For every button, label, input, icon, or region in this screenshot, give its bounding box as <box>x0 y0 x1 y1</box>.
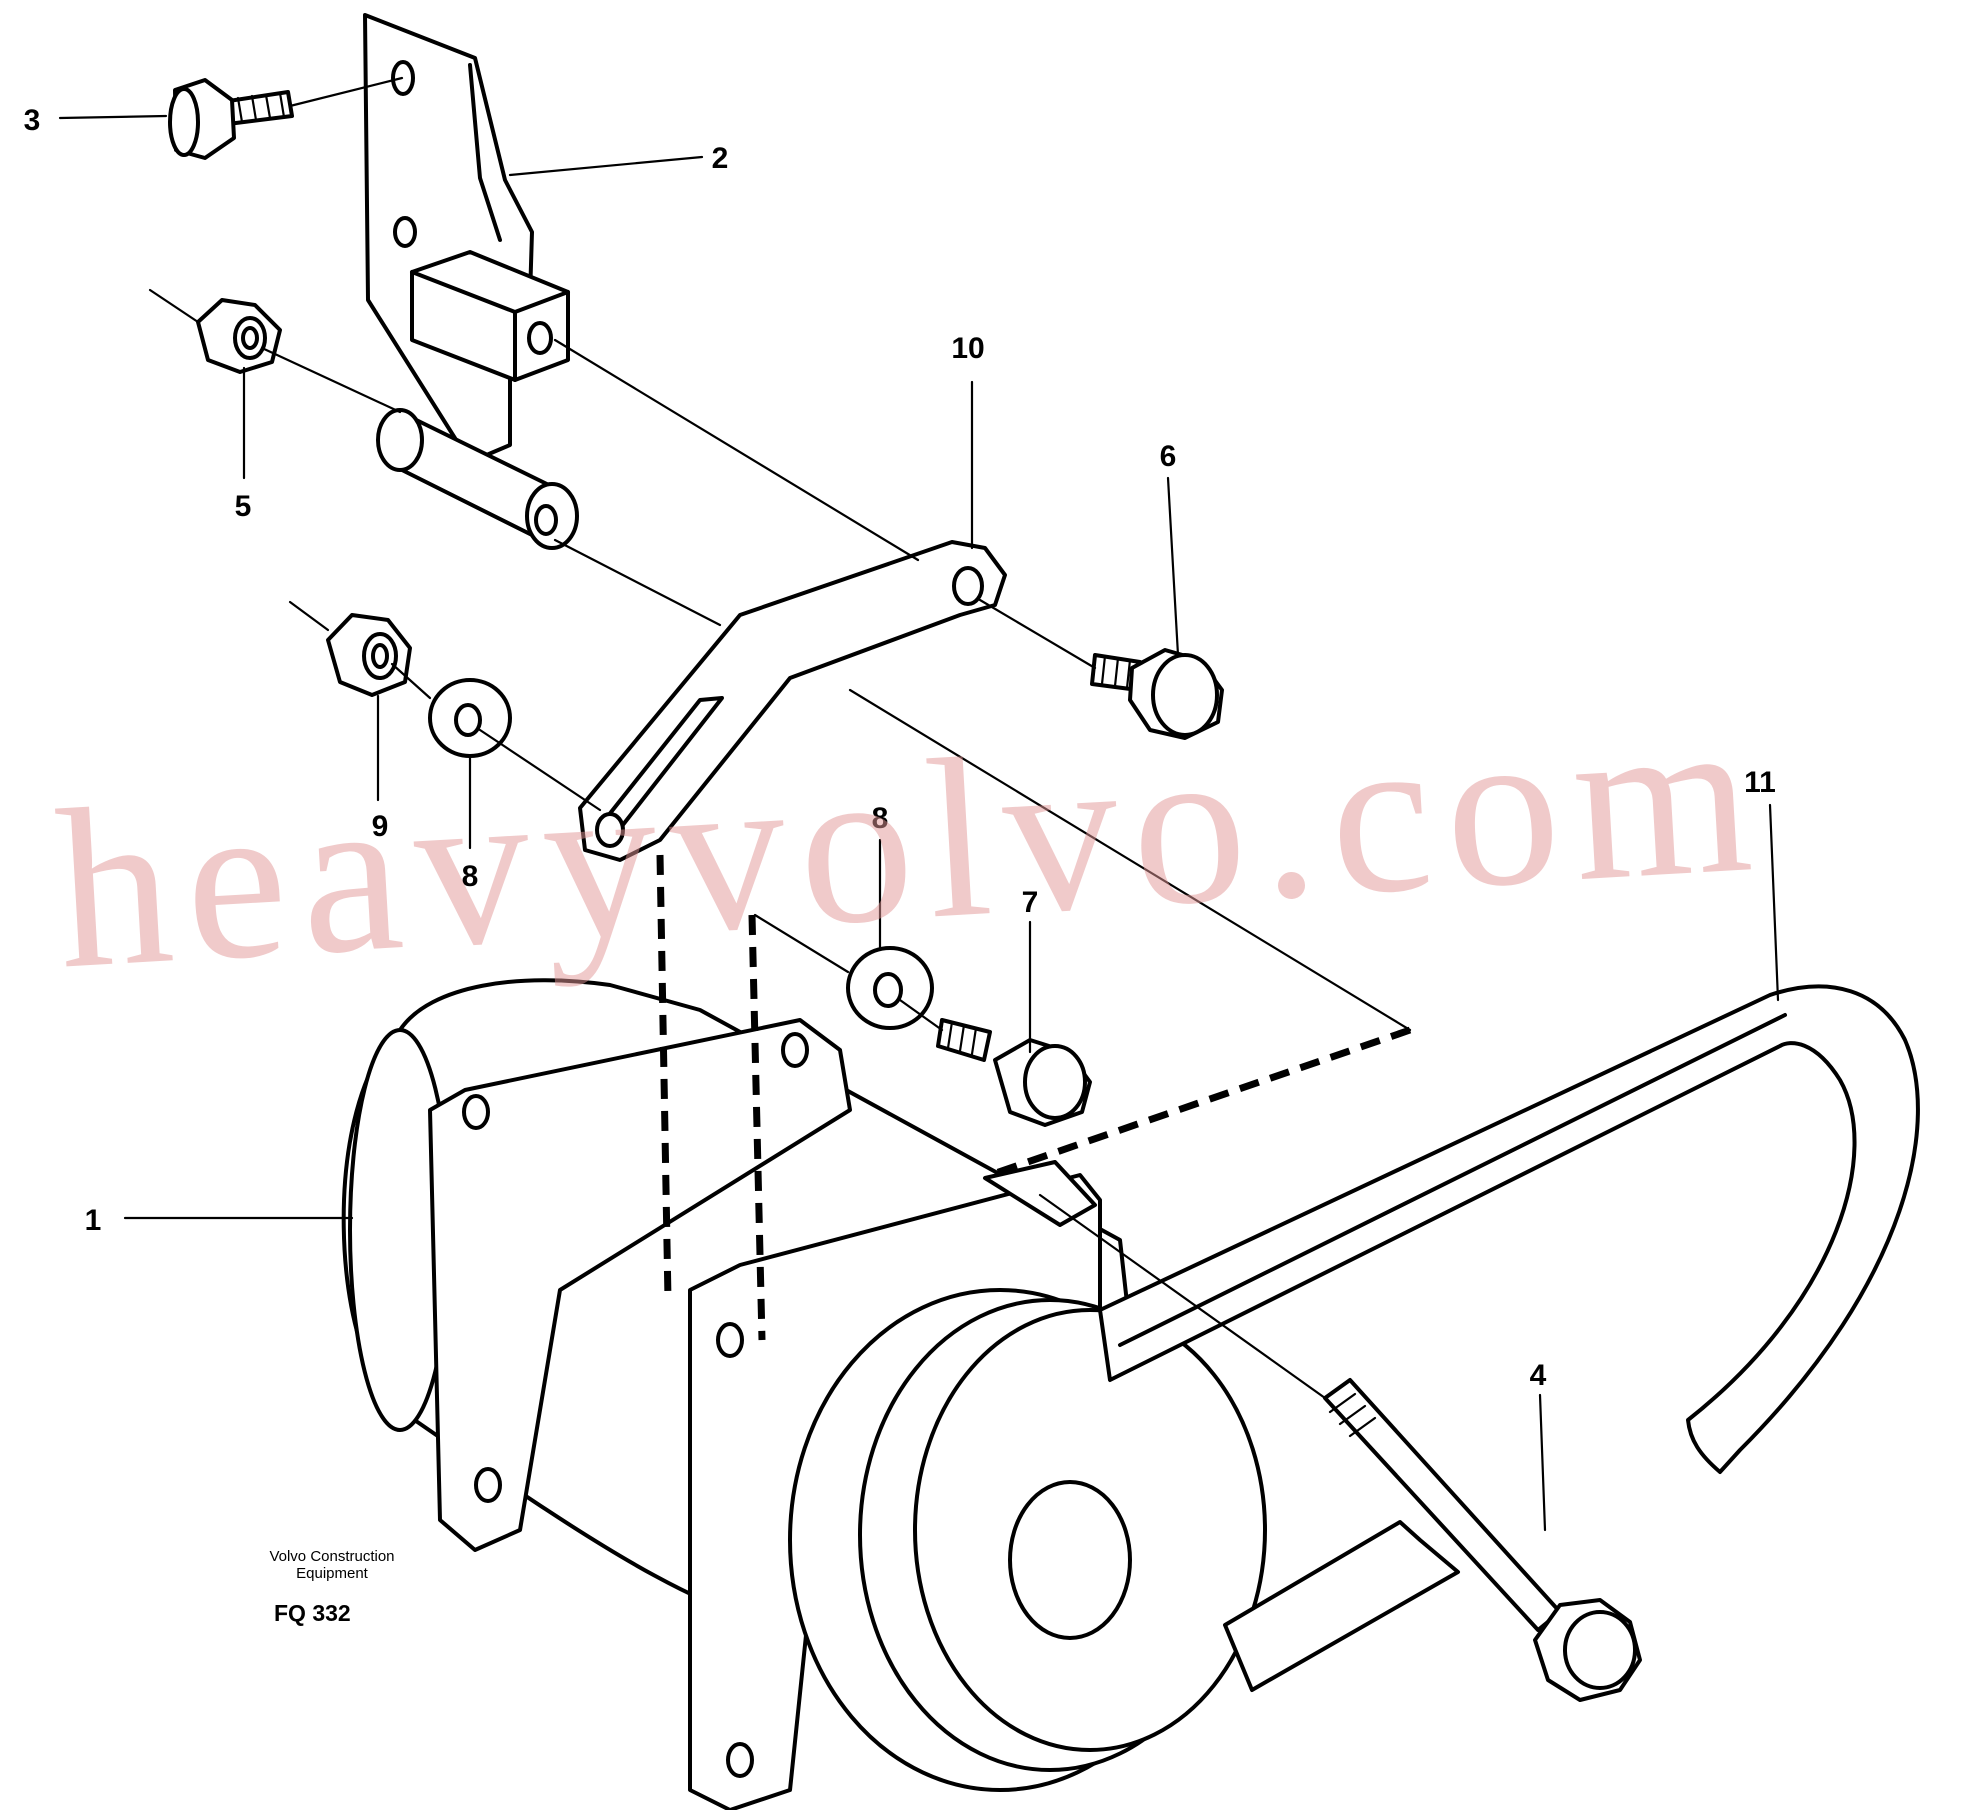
bolt-7 <box>936 1018 1092 1127</box>
callout-4: 4 <box>1530 1359 1547 1392</box>
spacer-tube <box>376 408 579 550</box>
washer-8-left <box>428 678 512 758</box>
callout-9: 9 <box>372 810 389 843</box>
compressor-1 <box>341 978 1460 1810</box>
bolt-6 <box>1090 648 1224 740</box>
bolt-4 <box>1323 1378 1642 1702</box>
hidden-lines <box>656 854 1412 1341</box>
mounting-block <box>410 250 570 382</box>
footer-company-line2: Equipment <box>296 1565 368 1582</box>
callout-5: 5 <box>235 490 252 523</box>
callout-10: 10 <box>951 332 984 365</box>
callout-8-left: 8 <box>462 860 479 893</box>
footer-company-line1: Volvo Construction <box>269 1548 395 1565</box>
nut-9 <box>326 613 412 697</box>
assembly-lines <box>148 76 1412 1400</box>
callout-3: 3 <box>24 104 41 137</box>
callout-11: 11 <box>1744 766 1776 799</box>
callout-1: 1 <box>85 1204 102 1237</box>
callout-labels: 1 2 3 4 5 6 7 8 8 9 10 11 <box>24 104 1776 1392</box>
bolt-3 <box>168 78 294 160</box>
callout-6: 6 <box>1160 440 1177 473</box>
nut-5 <box>196 298 282 374</box>
footer-company: Volvo Construction Equipment <box>232 1548 432 1582</box>
drive-belt-11 <box>1098 984 1920 1474</box>
callout-8-center: 8 <box>872 802 889 835</box>
callout-7: 7 <box>1022 886 1039 919</box>
footer-drawing-code: FQ 332 <box>274 1600 351 1626</box>
leader-lines <box>58 114 1780 1532</box>
adjusting-arm-10 <box>578 540 1007 862</box>
washer-8-center <box>846 946 934 1030</box>
callout-2: 2 <box>712 142 729 175</box>
